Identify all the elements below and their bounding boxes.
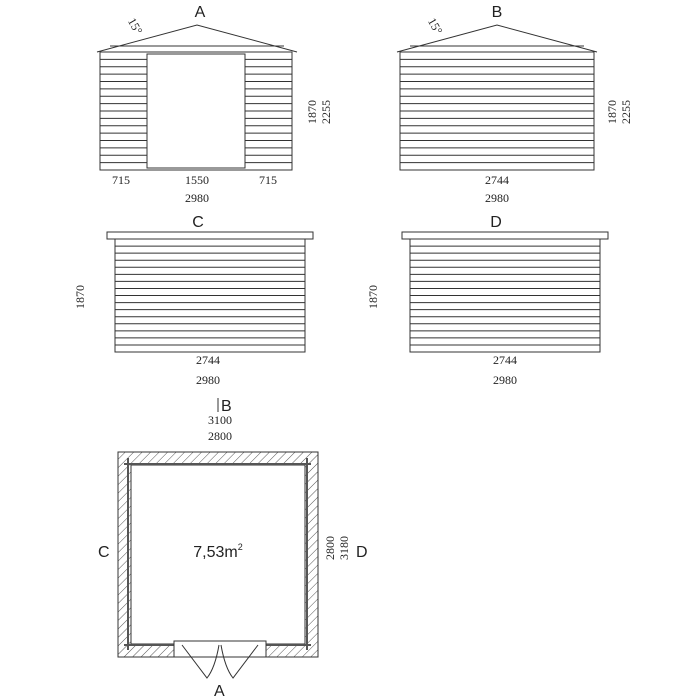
floor-plan: B 3100 2800 7,53m2 C D 2800 3180 A	[98, 398, 368, 700]
plan-marker-b: B	[221, 398, 232, 415]
dim-b-inner: 2744	[485, 173, 509, 187]
view-a-label: A	[195, 4, 206, 21]
roof-b	[396, 24, 598, 53]
dim-b-total: 2980	[485, 191, 509, 205]
dim-a-door: 1550	[185, 173, 209, 187]
dim-a-h1: 1870	[305, 100, 319, 124]
roof-a	[96, 24, 298, 53]
dim-b-h2: 2255	[619, 100, 633, 124]
dim-b-h1: 1870	[605, 100, 619, 124]
plan-width-outer: 3100	[208, 413, 232, 427]
dim-a-total: 2980	[185, 191, 209, 205]
elevation-b: B 15° 2744 2980 1870 2255	[396, 4, 633, 205]
dim-d-total: 2980	[493, 373, 517, 387]
door-opening	[173, 640, 267, 658]
dim-a-left: 715	[112, 173, 130, 187]
plan-depth-inner: 2800	[323, 536, 337, 560]
view-d-label: D	[490, 214, 502, 231]
dim-d-height: 1870	[366, 285, 380, 309]
roof-angle-a: 15°	[125, 15, 146, 37]
plan-interior	[130, 464, 306, 645]
elevation-d: D 1870 2744 2980	[366, 214, 609, 387]
dim-a-h2: 2255	[319, 100, 333, 124]
plan-depth-outer: 3180	[337, 536, 351, 560]
dim-c-inner: 2744	[196, 353, 220, 367]
plan-marker-d: D	[356, 544, 368, 561]
dim-c-height: 1870	[73, 285, 87, 309]
plan-marker-a: A	[214, 683, 225, 700]
elevation-a: A 15° 715 1550 715 2980 1870 2255	[96, 4, 333, 205]
plan-marker-c: C	[98, 544, 110, 561]
area-label: 7,53m2	[193, 542, 242, 561]
roof-edge-c	[106, 231, 314, 240]
door-opening-a	[146, 53, 246, 169]
roof-edge-d	[401, 231, 609, 240]
plan-width-inner: 2800	[208, 429, 232, 443]
dim-a-right: 715	[259, 173, 277, 187]
roof-angle-b: 15°	[425, 15, 446, 37]
view-c-label: C	[192, 214, 204, 231]
elevation-c: C 1870 2744 2980	[73, 214, 314, 387]
dim-d-inner: 2744	[493, 353, 517, 367]
door-swing	[181, 644, 259, 679]
view-b-label: B	[492, 4, 503, 21]
dim-c-total: 2980	[196, 373, 220, 387]
